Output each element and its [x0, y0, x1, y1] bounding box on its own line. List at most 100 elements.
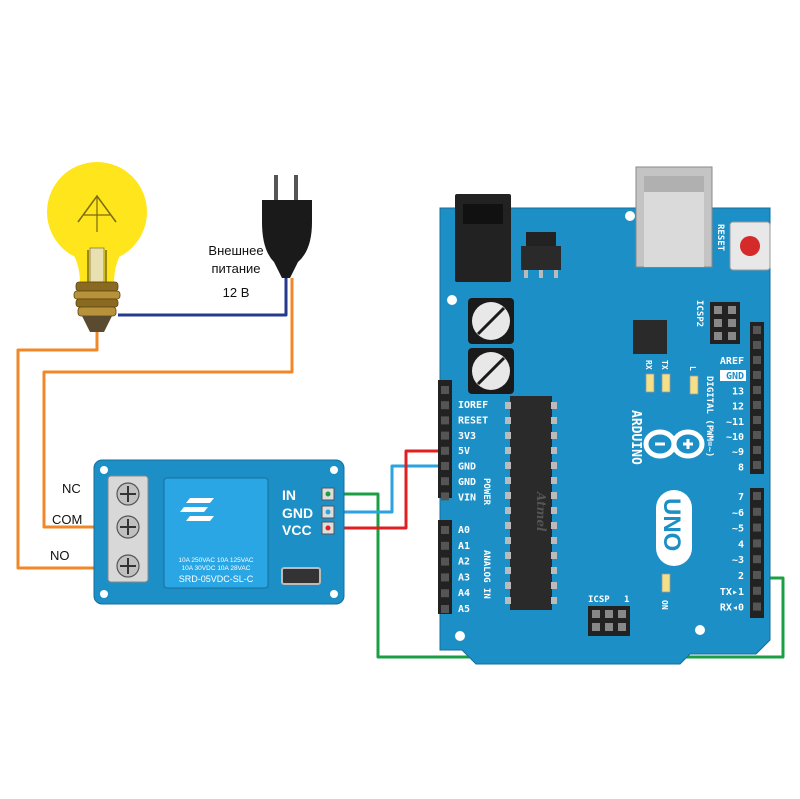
- digital-header-pin[interactable]: [753, 356, 761, 364]
- digital-header-pin[interactable]: [753, 507, 761, 516]
- icsp-label: ICSP: [588, 595, 610, 605]
- power-label-line1: Внешнее: [208, 243, 263, 258]
- analog-header-pin[interactable]: [441, 541, 449, 550]
- chip-pin: [505, 492, 511, 499]
- power-section-label: POWER: [481, 478, 491, 506]
- digital-header-pin[interactable]: [753, 586, 761, 595]
- digital-header-pin[interactable]: [753, 571, 761, 579]
- icsp-header[interactable]: [588, 606, 630, 636]
- chip-pin: [551, 402, 557, 409]
- led-l-label: L: [688, 366, 697, 371]
- power-pin-label: RESET: [458, 415, 488, 426]
- power-header-pin[interactable]: [441, 401, 449, 410]
- power-pin-label: 5V: [458, 446, 470, 457]
- screw-terminal-nc: [116, 482, 140, 506]
- digital-pin-label: TX▸1: [720, 587, 744, 598]
- relay-spec-line2: 10A 30VDC 10A 28VAC: [182, 565, 251, 572]
- relay-terminal-nc: NC: [62, 481, 81, 496]
- relay-model: SRD-05VDC-SL-C: [179, 574, 254, 584]
- analog-header-pin[interactable]: [441, 573, 449, 582]
- analog-header-pin[interactable]: [441, 605, 449, 613]
- power-plug-icon: [262, 175, 312, 278]
- digital-header-pin[interactable]: [753, 371, 761, 379]
- icsp2-header[interactable]: [710, 302, 740, 344]
- led-tx-label: TX: [660, 360, 669, 370]
- power-pin-label: GND: [458, 462, 476, 473]
- chip-pin: [505, 552, 511, 559]
- digital-header-pin[interactable]: [753, 602, 761, 611]
- digital-header-pin[interactable]: [753, 492, 761, 500]
- wire-blue-bulb-plug: [118, 278, 288, 317]
- arduino-logo-icon: [643, 429, 705, 459]
- power-header-pin[interactable]: [441, 416, 449, 425]
- power-label-line2: питание: [211, 261, 260, 276]
- chip-pin: [505, 417, 511, 424]
- digital-header-pin[interactable]: [753, 386, 761, 394]
- digital-header-pin[interactable]: [753, 523, 761, 532]
- wire-lightblue-gnd: [332, 464, 444, 514]
- digital-header-pin[interactable]: [753, 539, 761, 548]
- power-header-pin[interactable]: [441, 431, 449, 440]
- chip-pin: [505, 507, 511, 514]
- chip-pin: [551, 567, 557, 574]
- analog-pin-label: A0: [458, 525, 470, 536]
- power-pin-label: 3V3: [458, 431, 476, 442]
- chip-pin: [551, 597, 557, 604]
- digital-header-pin[interactable]: [753, 416, 761, 424]
- gnd-highlight: [720, 370, 746, 381]
- voltage-regulator: [521, 232, 561, 278]
- icsp-pin1-label: 1: [624, 595, 629, 605]
- arduino-uno-board: RESET ICSP2 RX TX L ON: [438, 166, 771, 665]
- chip-pin: [551, 447, 557, 454]
- chip-pin: [551, 432, 557, 439]
- power-header-pin[interactable]: [441, 492, 449, 501]
- digital-pin-label: ~6: [732, 508, 744, 519]
- digital-pin-label: 2: [738, 571, 744, 582]
- chip-pin: [505, 582, 511, 589]
- analog-pin-label: A4: [458, 588, 470, 599]
- relay-pin-label-in: IN: [282, 487, 296, 503]
- power-pin-label: VIN: [458, 492, 476, 503]
- analog-header-pin[interactable]: [441, 589, 449, 598]
- analog-pin-label: A5: [458, 604, 470, 615]
- chip-pin: [551, 492, 557, 499]
- chip-brand: Atmel: [534, 491, 548, 532]
- relay-spec-line1: 10A 250VAC 10A 125VAC: [178, 557, 254, 564]
- analog-header-pin[interactable]: [441, 526, 449, 534]
- relay-pin-label-gnd: GND: [282, 505, 313, 521]
- reset-button[interactable]: [729, 221, 771, 271]
- digital-header-pin[interactable]: [753, 326, 761, 334]
- power-voltage: 12 В: [223, 285, 250, 300]
- chip-pin: [551, 552, 557, 559]
- chip-pin: [505, 447, 511, 454]
- digital-header-pin[interactable]: [753, 461, 761, 469]
- chip-pin: [505, 402, 511, 409]
- digital-header-pin[interactable]: [753, 555, 761, 564]
- relay-terminal-com: COM: [52, 512, 82, 527]
- digital-header-pin[interactable]: [753, 401, 761, 409]
- analog-section-label: ANALOG IN: [481, 550, 491, 599]
- capacitor: [468, 348, 514, 394]
- chip-pin: [505, 432, 511, 439]
- chip-pin: [551, 462, 557, 469]
- power-pin-label: IOREF: [458, 400, 488, 411]
- relay-terminal-no: NO: [50, 548, 70, 563]
- digital-header-pin[interactable]: [753, 341, 761, 349]
- power-header-pin[interactable]: [441, 446, 449, 455]
- analog-pin-label: A2: [458, 557, 470, 568]
- led-on: [661, 573, 671, 593]
- chip-pin: [505, 597, 511, 604]
- led-rx: [645, 373, 655, 393]
- wire-orange-bulb-no: [16, 332, 128, 570]
- icsp2-label: ICSP2: [694, 300, 704, 327]
- digital-header-pin[interactable]: [753, 446, 761, 454]
- power-header-pin[interactable]: [441, 462, 449, 470]
- analog-header-pin[interactable]: [441, 557, 449, 566]
- digital-pin-label: 13: [732, 386, 744, 397]
- power-header-pin[interactable]: [441, 477, 449, 486]
- digital-header-pin[interactable]: [753, 431, 761, 439]
- usb-connector[interactable]: [635, 166, 713, 268]
- led-l: [689, 375, 699, 395]
- power-header-pin[interactable]: [441, 386, 449, 394]
